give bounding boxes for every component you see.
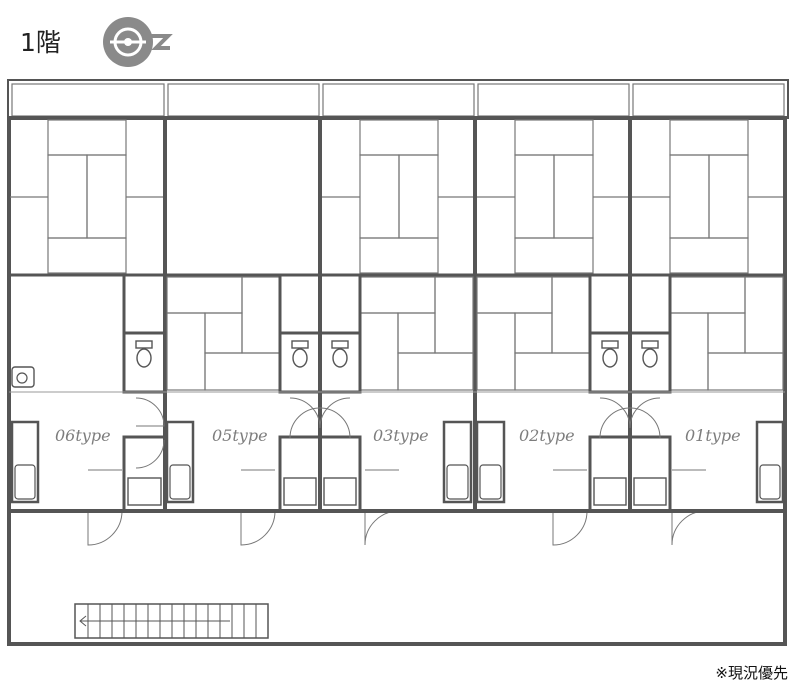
- unit-label-06: 06type: [55, 426, 111, 445]
- unit-label-03: 03type: [373, 426, 429, 445]
- compass-icon: [103, 17, 173, 67]
- floor-title: 1階: [20, 28, 61, 57]
- unit-label-05: 05type: [212, 426, 268, 445]
- unit-label-01: 01type: [685, 426, 741, 445]
- unit-label-02: 02type: [519, 426, 575, 445]
- note-current-condition: ※現況優先: [715, 664, 788, 682]
